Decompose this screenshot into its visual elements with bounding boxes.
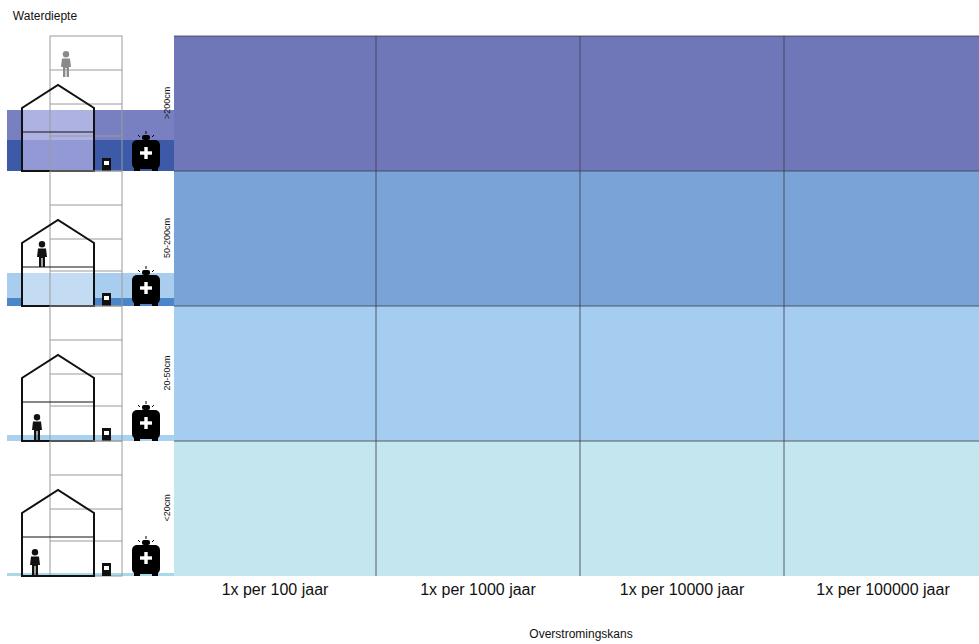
flood-scene-shallow bbox=[7, 306, 174, 441]
row-label: >200cm bbox=[163, 87, 173, 119]
column-label: 1x per 100 jaar bbox=[222, 581, 329, 599]
row-label: 20-50cm bbox=[163, 355, 173, 390]
flood-scene-medium bbox=[7, 171, 174, 306]
column-label: 1x per 10000 jaar bbox=[620, 581, 745, 599]
matrix-grid bbox=[174, 36, 979, 576]
axis-title: Waterdiepte bbox=[13, 10, 77, 23]
column-label: 1x per 100000 jaar bbox=[816, 581, 949, 599]
flood-scene-minimal bbox=[7, 441, 174, 576]
row-label: <20cm bbox=[163, 494, 173, 521]
axis-title: Overstromingskans bbox=[529, 628, 632, 641]
row-label: 50-200cm bbox=[163, 218, 173, 258]
column-label: 1x per 1000 jaar bbox=[420, 581, 536, 599]
flood-scene-deep bbox=[7, 36, 174, 171]
